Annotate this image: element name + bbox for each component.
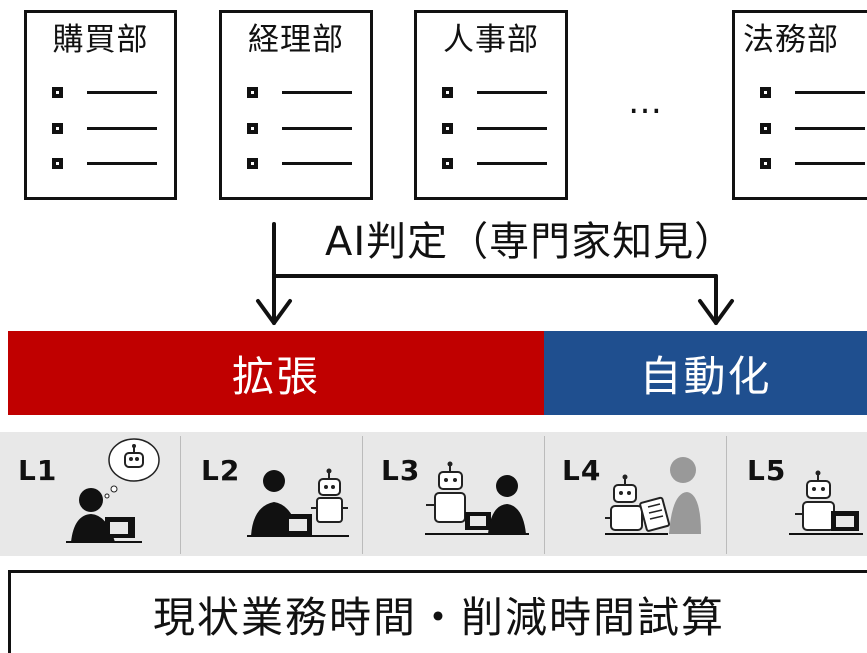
line-icon (477, 127, 547, 130)
level-label: L5 (747, 454, 787, 487)
line-icon (282, 162, 352, 165)
level-cell-l1: L1 (0, 432, 180, 556)
checkbox-icon (52, 158, 63, 169)
checkbox-icon (52, 123, 63, 134)
level-label: L4 (562, 454, 602, 487)
line-icon (282, 91, 352, 94)
level-divider (362, 436, 363, 554)
level-divider (180, 436, 181, 554)
checkbox-icon (52, 87, 63, 98)
automation-level-strip: L1 L2 (0, 432, 867, 556)
ai-judgement-label: AI判定（専門家知見） (325, 219, 736, 265)
checkbox-icon (442, 87, 453, 98)
time-estimation-label: 現状業務時間・削減時間試算 (152, 593, 725, 642)
department-document-hr: 人事部 (414, 10, 568, 200)
time-estimation-box: 現状業務時間・削減時間試算 (8, 570, 867, 653)
level-cell-l5: L5 (727, 432, 867, 556)
level-cell-l3: L3 (363, 432, 544, 556)
augmentation-band: 拡張 (8, 331, 544, 415)
line-icon (87, 91, 157, 94)
left-arrowhead-icon (256, 299, 292, 325)
checkbox-icon (760, 158, 771, 169)
level-label: L1 (18, 454, 58, 487)
department-name: 人事部 (443, 22, 539, 58)
checkbox-icon (760, 87, 771, 98)
person-thinking-of-robot-icon (66, 438, 160, 543)
department-name: 法務部 (743, 22, 839, 58)
ellipsis: … (628, 82, 662, 122)
checkbox-icon (442, 158, 453, 169)
line-icon (282, 127, 352, 130)
level-divider (726, 436, 727, 554)
automation-band: 自動化 (544, 331, 867, 415)
person-with-robot-helper-icon (247, 468, 349, 537)
right-arrowhead-icon (698, 299, 734, 325)
level-divider (544, 436, 545, 554)
line-icon (477, 162, 547, 165)
line-icon (795, 127, 865, 130)
checkbox-icon (760, 123, 771, 134)
line-icon (795, 162, 865, 165)
line-icon (87, 127, 157, 130)
department-document-purchasing: 購買部 (24, 10, 177, 200)
robot-and-person-working-icon (425, 461, 529, 535)
department-document-accounting: 経理部 (219, 10, 373, 200)
department-name: 購買部 (52, 22, 149, 58)
department-name: 経理部 (248, 22, 344, 58)
level-cell-l4: L4 (545, 432, 726, 556)
level-label: L2 (201, 454, 241, 487)
checkbox-icon (247, 87, 258, 98)
checkbox-icon (247, 158, 258, 169)
department-document-legal: 法務部 (732, 10, 867, 200)
line-icon (795, 91, 865, 94)
line-icon (477, 91, 547, 94)
checkbox-icon (442, 123, 453, 134)
robot-working-alone-icon (789, 470, 863, 535)
checkbox-icon (247, 123, 258, 134)
line-icon (87, 162, 157, 165)
level-label: L3 (381, 454, 421, 487)
robot-working-person-reviewing-icon (605, 457, 701, 535)
level-cell-l2: L2 (181, 432, 362, 556)
